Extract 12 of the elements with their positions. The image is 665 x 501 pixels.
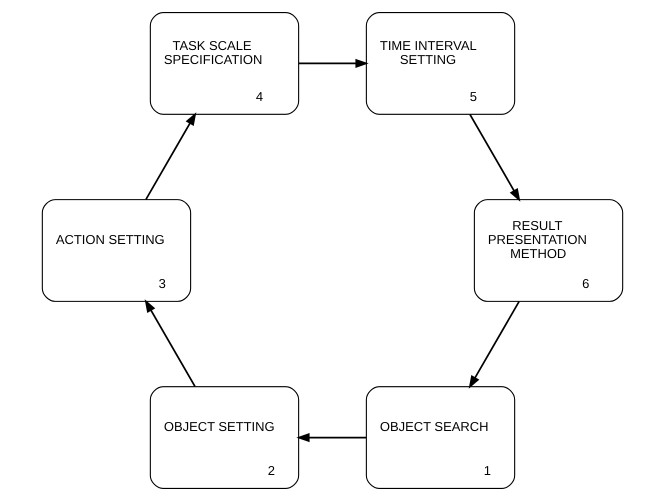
node-box: RESULT PRESENTATION METHOD 6 bbox=[474, 199, 624, 302]
node-box: TIME INTERVAL SETTING 5 bbox=[366, 12, 516, 115]
node-box: OBJECT SEARCH 1 bbox=[366, 386, 516, 489]
node-box: OBJECT SETTING 2 bbox=[150, 386, 300, 489]
node-box: ACTION SETTING 3 bbox=[42, 199, 192, 302]
arrow bbox=[144, 299, 196, 387]
arrow bbox=[296, 432, 366, 442]
arrow bbox=[468, 301, 520, 389]
arrow bbox=[469, 114, 520, 202]
arrow bbox=[145, 112, 196, 200]
arrow bbox=[298, 58, 369, 68]
node-box: TASK SCALE SPECIFICATION 4 bbox=[150, 12, 300, 115]
